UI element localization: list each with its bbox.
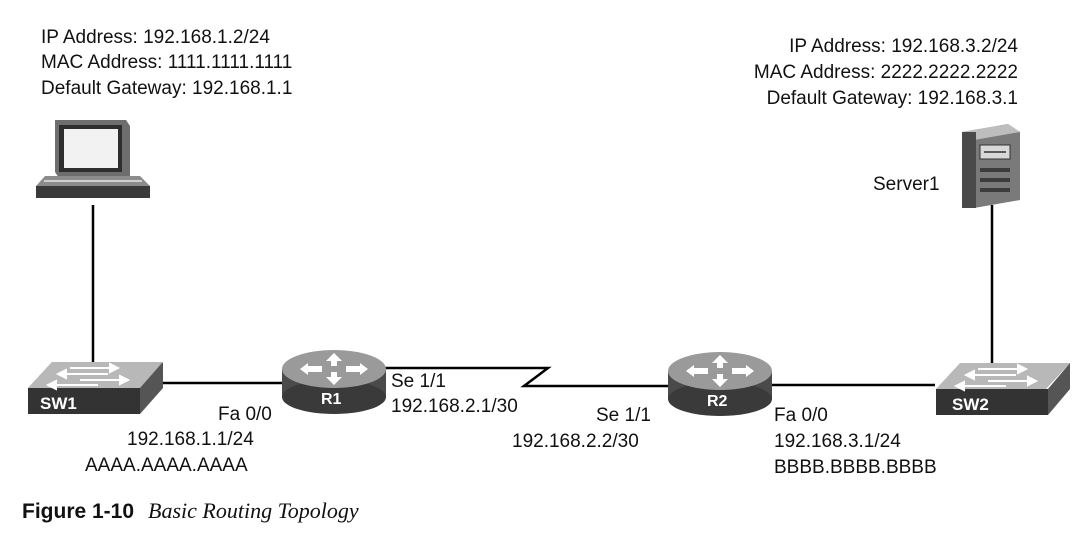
r2-se-port: Se 1/1 (596, 405, 651, 426)
r2-label: R2 (707, 393, 728, 410)
server-icon (962, 124, 1020, 208)
link-r1-r2-serial (385, 366, 668, 388)
r1-fa-port: Fa 0/0 (218, 404, 272, 425)
sw1-label: SW1 (40, 394, 77, 413)
sw1-icon (28, 362, 163, 414)
r1-se-ip: 192.168.2.1/30 (391, 396, 518, 417)
r1-fa-mac: AAAA.AAAA.AAAA (85, 455, 248, 476)
r1-se-port: Se 1/1 (391, 371, 446, 392)
figure-title: Basic Routing Topology (148, 498, 359, 523)
r1-fa-ip: 192.168.1.1/24 (127, 429, 254, 450)
pc-mac: MAC Address: 1111.1111.1111 (41, 52, 293, 73)
pc-gateway: Default Gateway: 192.168.1.1 (41, 78, 293, 99)
r2-fa-mac: BBBB.BBBB.BBBB (774, 457, 937, 478)
r2-se-ip: 192.168.2.2/30 (512, 431, 639, 452)
r2-fa-port: Fa 0/0 (774, 405, 828, 426)
server-gateway: Default Gateway: 192.168.3.1 (766, 88, 1018, 109)
sw2-label: SW2 (952, 395, 989, 414)
pc-icon (36, 120, 150, 198)
figure-number: Figure 1-10 (22, 500, 135, 523)
pc-ip: IP Address: 192.168.1.2/24 (41, 27, 270, 48)
links (91, 205, 994, 388)
server-label: Server1 (873, 174, 940, 195)
r2-fa-ip: 192.168.3.1/24 (774, 431, 901, 452)
figure-caption: Figure 1-10 Basic Routing Topology (22, 498, 359, 524)
server-mac: MAC Address: 2222.2222.2222 (753, 62, 1018, 83)
server-ip: IP Address: 192.168.3.2/24 (789, 36, 1018, 57)
r1-label: R1 (321, 391, 342, 408)
r1-icon (282, 350, 386, 414)
sw2-icon (936, 363, 1070, 415)
r2-icon (668, 352, 772, 416)
